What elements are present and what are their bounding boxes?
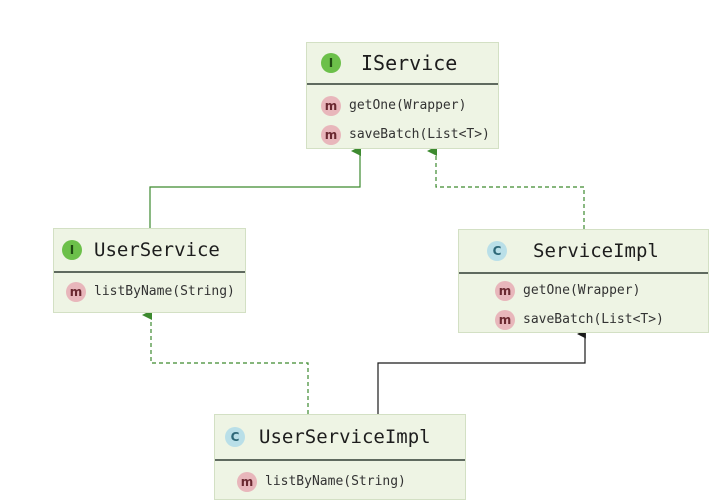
edge-serviceimpl-implements-iservice (427, 146, 585, 229)
node-iservice-methods: m getOne(Wrapper) m saveBatch(List<T>) (307, 85, 498, 153)
method-row[interactable]: m getOne(Wrapper) (321, 91, 498, 120)
node-userservice-header: I UserService (54, 229, 245, 273)
method-icon: m (321, 95, 341, 116)
method-signature: listByName(String) (94, 284, 235, 299)
class-icon: C (225, 427, 245, 447)
node-userserviceimpl-header: C UserServiceImpl (215, 415, 465, 461)
class-icon: C (487, 241, 507, 261)
method-row[interactable]: m saveBatch(List<T>) (495, 305, 708, 334)
method-icon: m (237, 471, 257, 492)
method-icon: m (495, 309, 515, 330)
method-row[interactable]: m getOne(Wrapper) (495, 276, 708, 305)
method-icon: m (495, 280, 515, 301)
method-icon: m (321, 124, 341, 145)
node-serviceimpl-title: ServiceImpl (533, 240, 659, 262)
method-row[interactable]: m saveBatch(List<T>) (321, 120, 498, 149)
node-iservice-title: IService (361, 51, 458, 75)
node-userservice[interactable]: I UserService m listByName(String) (53, 228, 246, 313)
node-iservice-header: I IService (307, 43, 498, 85)
interface-icon: I (62, 240, 82, 260)
node-userservice-title: UserService (94, 239, 220, 261)
node-userserviceimpl-methods: m listByName(String) (215, 461, 465, 500)
node-serviceimpl-header: C ServiceImpl (459, 230, 708, 274)
method-signature: listByName(String) (265, 474, 406, 489)
method-row[interactable]: m listByName(String) (66, 277, 245, 306)
node-serviceimpl-methods: m getOne(Wrapper) m saveBatch(List<T>) (459, 274, 708, 338)
method-icon: m (66, 281, 86, 302)
edge-userserviceimpl-extends-serviceimpl (377, 329, 586, 414)
method-signature: saveBatch(List<T>) (523, 312, 664, 327)
node-userserviceimpl-title: UserServiceImpl (259, 426, 431, 448)
edge-userserviceimpl-implements-userservice (142, 310, 309, 414)
interface-icon: I (321, 53, 341, 73)
node-iservice[interactable]: I IService m getOne(Wrapper) m saveBatch… (306, 42, 499, 149)
node-userserviceimpl[interactable]: C UserServiceImpl m listByName(String) (214, 414, 466, 500)
method-row[interactable]: m listByName(String) (237, 467, 465, 496)
node-userservice-methods: m listByName(String) (54, 273, 245, 310)
edge-userservice-extends-iservice (149, 146, 361, 228)
method-signature: getOne(Wrapper) (349, 98, 467, 113)
method-signature: getOne(Wrapper) (523, 283, 641, 298)
method-signature: saveBatch(List<T>) (349, 127, 490, 142)
node-serviceimpl[interactable]: C ServiceImpl m getOne(Wrapper) m saveBa… (458, 229, 709, 333)
